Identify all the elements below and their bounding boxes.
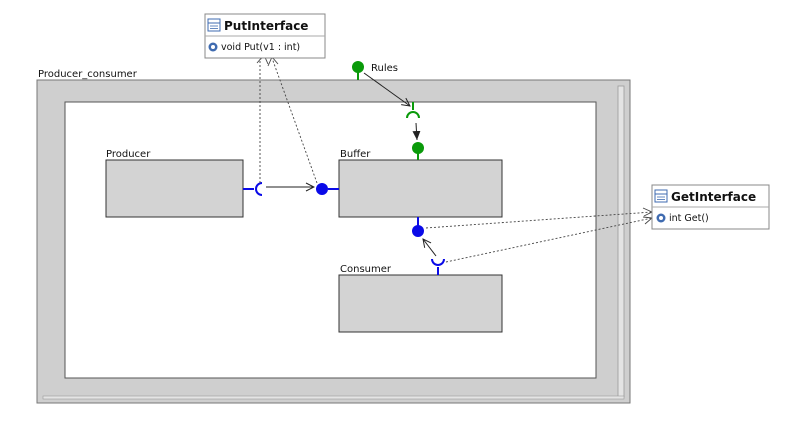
buffer-provided-port-bottom[interactable] xyxy=(412,217,424,237)
buffer-provided-port-left[interactable] xyxy=(316,183,339,195)
buffer-label: Buffer xyxy=(340,149,371,160)
class-icon xyxy=(207,18,221,32)
gear-icon xyxy=(208,42,218,52)
put-interface-box[interactable]: PutInterface void Put(v1 : int) xyxy=(204,13,326,59)
producer-box xyxy=(105,159,244,218)
connector-consumer-buffer[interactable] xyxy=(423,239,437,257)
socket-icon xyxy=(255,182,263,196)
dependency-buffer-getinterface[interactable] xyxy=(425,211,653,229)
arrowhead-icon xyxy=(642,216,654,225)
container-producer-consumer[interactable]: Producer_consumer xyxy=(36,69,631,404)
container-shadow-edge xyxy=(617,85,625,398)
producer-label: Producer xyxy=(106,149,151,160)
container-shadow-bottom xyxy=(42,395,625,400)
socket-icon xyxy=(406,111,420,119)
consumer-label: Consumer xyxy=(340,264,392,275)
part-producer[interactable]: Producer xyxy=(105,149,244,218)
buffer-box xyxy=(338,159,503,218)
rules-socket-port[interactable] xyxy=(406,102,420,119)
consumer-required-port[interactable] xyxy=(431,258,445,275)
put-interface-title: PutInterface xyxy=(224,19,308,33)
ball-icon xyxy=(352,61,364,73)
buffer-rules-port[interactable] xyxy=(412,142,424,160)
gear-icon xyxy=(656,213,666,223)
connector-rules-delegation[interactable] xyxy=(363,72,410,106)
container-inner-area xyxy=(64,101,597,379)
container-label: Producer_consumer xyxy=(38,69,138,80)
rules-label: Rules xyxy=(371,63,398,74)
part-consumer[interactable]: Consumer xyxy=(338,264,503,333)
get-interface-title: GetInterface xyxy=(671,190,756,204)
consumer-box xyxy=(338,274,503,333)
socket-icon xyxy=(431,258,445,266)
dependency-producer-putinterface[interactable] xyxy=(259,54,265,183)
ball-icon xyxy=(316,183,328,195)
connector-rules-buffer[interactable] xyxy=(412,122,421,141)
put-interface-operation: void Put(v1 : int) xyxy=(221,42,300,53)
producer-required-port[interactable] xyxy=(243,182,263,196)
class-icon xyxy=(654,189,668,203)
get-interface-box[interactable]: GetInterface int Get() xyxy=(651,184,770,230)
rules-port[interactable]: Rules xyxy=(352,61,398,80)
ball-icon xyxy=(412,142,424,154)
dependency-consumer-getinterface[interactable] xyxy=(445,217,653,263)
get-interface-operation: int Get() xyxy=(669,213,709,224)
ball-icon xyxy=(412,225,424,237)
